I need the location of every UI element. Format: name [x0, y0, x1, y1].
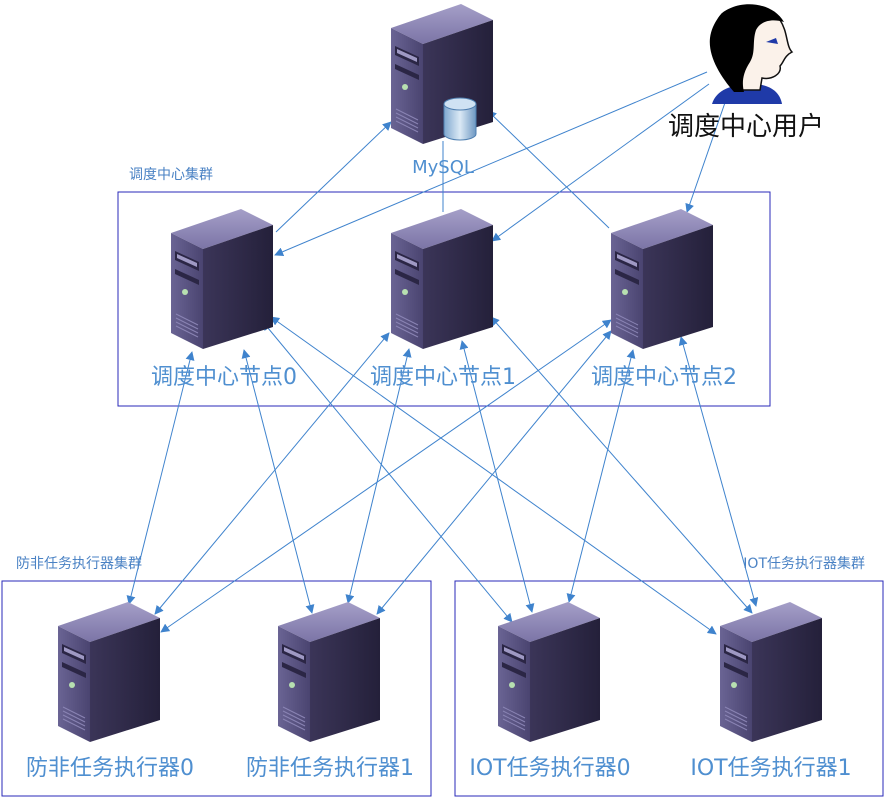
connector-node2-exec3	[678, 336, 759, 607]
scheduler-node-label: 调度中心节点1	[370, 365, 516, 390]
user-avatar-icon	[709, 4, 794, 104]
server-icon	[497, 601, 601, 743]
scheduler-node-label: 调度中心节点2	[591, 365, 737, 390]
scheduler-node-1[interactable]: 调度中心节点1	[370, 208, 516, 390]
server-icon	[610, 208, 714, 350]
server-icon	[390, 3, 494, 145]
server-icon	[719, 601, 823, 743]
iot-cluster-label: IOT任务执行器集群	[743, 555, 865, 572]
scheduler-node-2[interactable]: 调度中心节点2	[591, 208, 737, 390]
connector-user-node0	[274, 71, 708, 256]
connector-node2-mysql	[487, 110, 610, 229]
connector-node2-exec2	[566, 349, 636, 603]
fangfei-cluster-label: 防非任务执行器集群	[16, 555, 142, 572]
executor-label: IOT任务执行器0	[469, 756, 630, 781]
mysql-server[interactable]: MySQL	[390, 3, 494, 178]
connector-user-node2	[685, 93, 729, 213]
server-icon	[277, 601, 381, 743]
connector-node0-mysql	[275, 121, 392, 233]
server-icon	[57, 601, 161, 743]
scheduler-node-label: 调度中心节点0	[151, 365, 297, 390]
executor-iot-0[interactable]: IOT任务执行器0	[469, 601, 631, 781]
executor-label: 防非任务执行器0	[26, 756, 194, 781]
user-label: 调度中心用户	[668, 112, 824, 142]
executor-fangfei-0[interactable]: 防非任务执行器0	[26, 601, 194, 781]
connector-node1-exec3	[490, 316, 753, 614]
scheduler-cluster-label: 调度中心集群	[129, 166, 213, 183]
connector-user-node1	[491, 83, 710, 242]
mysql-label: MySQL	[412, 157, 474, 178]
executor-iot-1[interactable]: IOT任务执行器1	[690, 601, 852, 781]
user[interactable]: 调度中心用户	[668, 4, 824, 142]
scheduler-node-0[interactable]: 调度中心节点0	[151, 208, 297, 390]
server-icon	[390, 208, 494, 350]
connectors	[126, 71, 759, 635]
executor-label: IOT任务执行器1	[690, 756, 851, 781]
executor-label: 防非任务执行器1	[246, 756, 414, 781]
executor-fangfei-1[interactable]: 防非任务执行器1	[246, 601, 414, 781]
database-cylinder-icon	[443, 97, 477, 141]
server-icon	[170, 208, 274, 350]
